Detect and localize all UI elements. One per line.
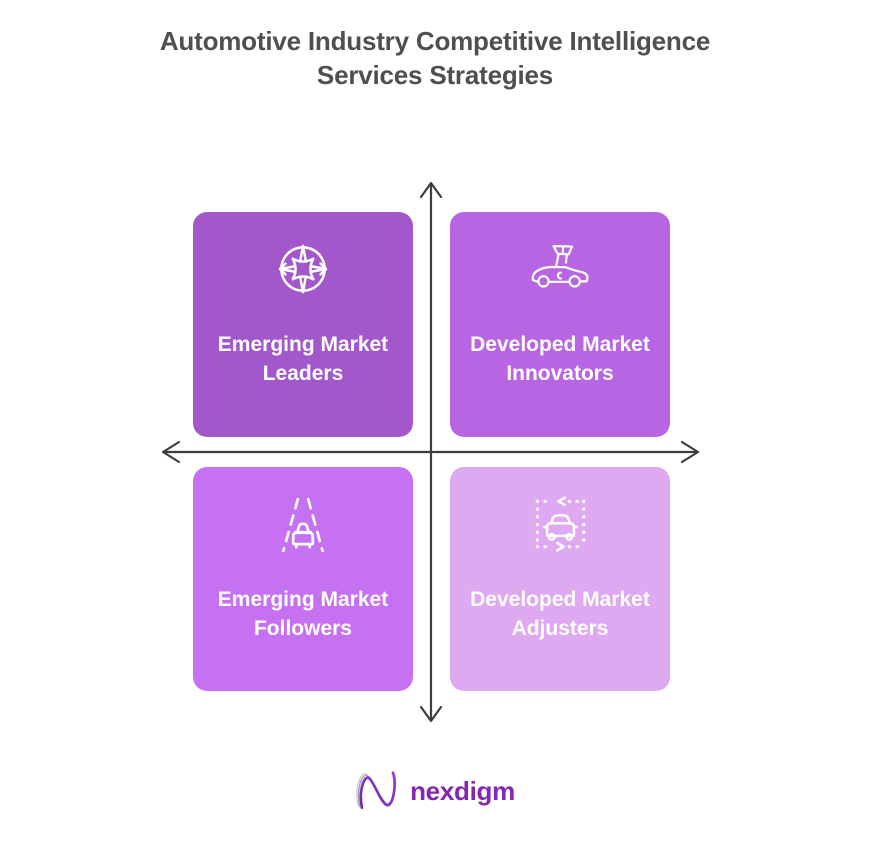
quadrant-label: Developed Market Adjusters xyxy=(470,585,650,643)
nexdigm-logo-text: nexdigm xyxy=(410,775,515,806)
page-title-line2: Services Strategies xyxy=(316,60,554,90)
nexdigm-logo-icon xyxy=(356,771,397,809)
axis-arrow-right-icon xyxy=(680,440,700,464)
axis-arrow-down-icon xyxy=(419,705,443,723)
axis-arrow-up-icon xyxy=(419,181,443,199)
axis-arrow-left-icon xyxy=(161,440,181,464)
quadrant-developed-market-adjusters: Developed Market Adjusters xyxy=(450,467,670,691)
page-title: Automotive Industry Competitive Intellig… xyxy=(0,24,870,92)
page-title-line1: Automotive Industry Competitive Intellig… xyxy=(159,26,711,56)
quadrant-emerging-market-leaders: Emerging Market Leaders xyxy=(193,212,413,437)
quadrant-label-line2: Adjusters xyxy=(511,617,609,640)
quadrant-label-line1: Developed Market xyxy=(470,588,650,611)
quadrant-label-line1: Emerging Market xyxy=(217,588,389,611)
quadrant-label-line1: Developed Market xyxy=(470,333,650,356)
brand-logo: nexdigm xyxy=(0,768,870,814)
quadrant-label: Developed Market Innovators xyxy=(470,330,650,388)
car-adjust-frame-icon xyxy=(535,496,586,552)
quadrant-label-line2: Leaders xyxy=(262,362,344,385)
autonomous-car-icon xyxy=(531,244,589,288)
quadrant-developed-market-innovators: Developed Market Innovators xyxy=(450,212,670,437)
quadrant-label: Emerging Market Followers xyxy=(218,585,388,643)
quadrant-label-line1: Emerging Market xyxy=(217,333,389,356)
axes-group xyxy=(161,181,700,723)
quadrant-label-line2: Followers xyxy=(253,617,352,640)
quadrant-label-line2: Innovators xyxy=(506,362,614,385)
road-lanes-car-icon xyxy=(282,497,324,553)
quadrant-emerging-market-followers: Emerging Market Followers xyxy=(193,467,413,691)
compass-icon xyxy=(278,244,328,294)
quadrant-label: Emerging Market Leaders xyxy=(218,330,388,388)
